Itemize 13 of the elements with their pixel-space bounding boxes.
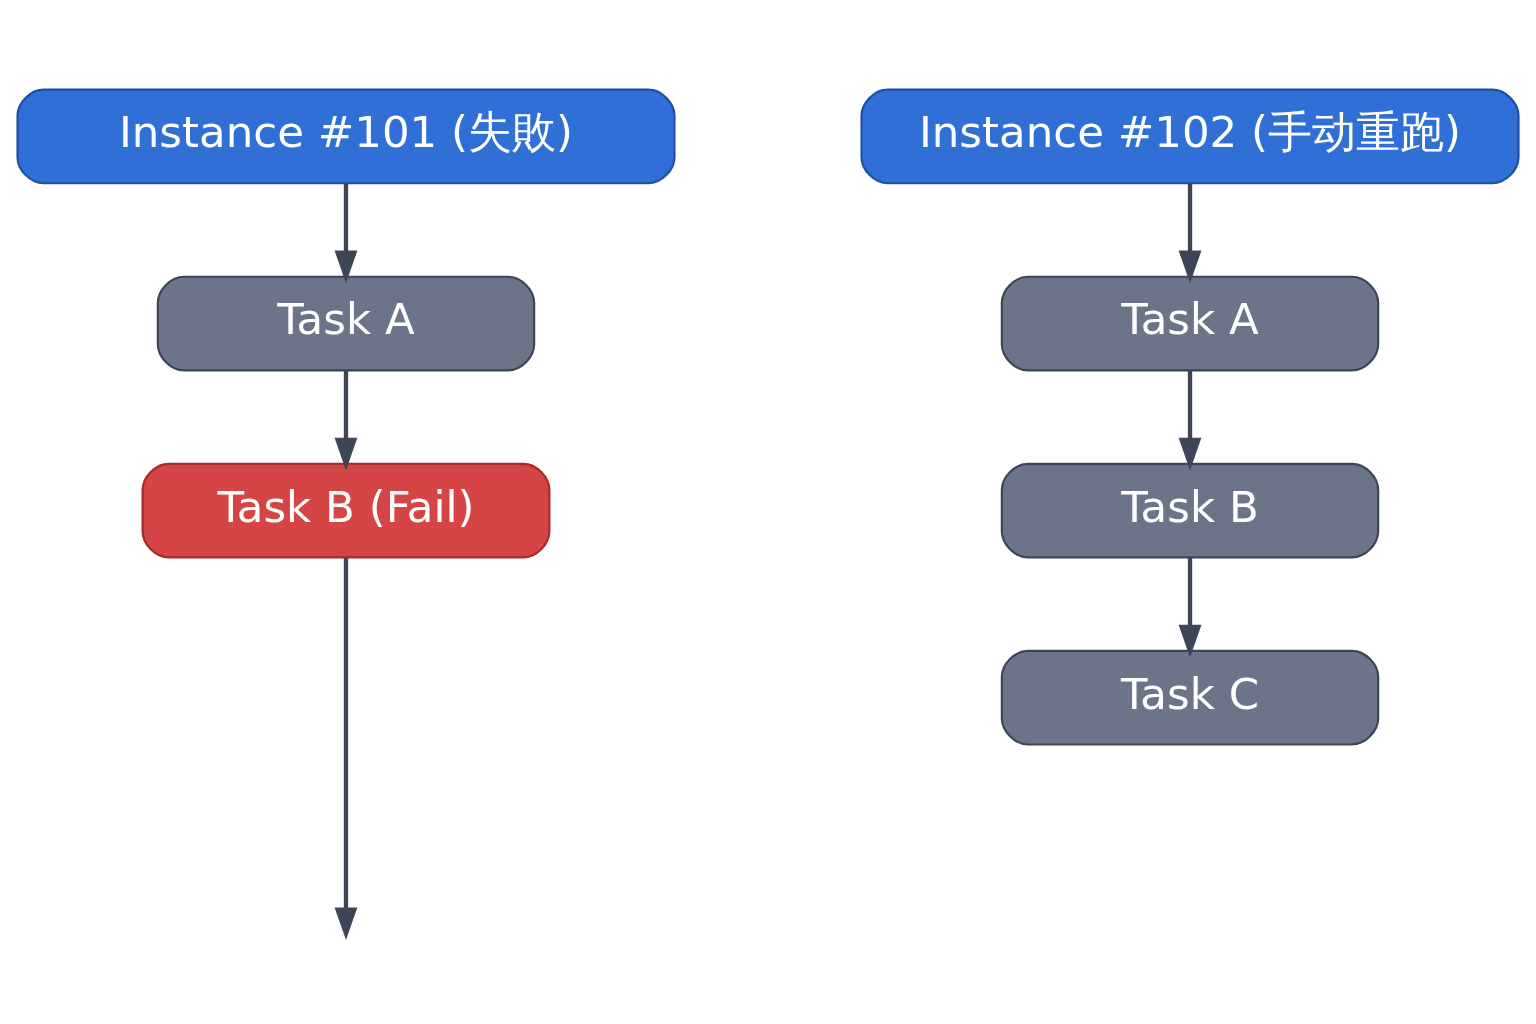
arrow — [334, 183, 358, 283]
node-box: Task A — [156, 275, 536, 371]
arrow — [334, 557, 358, 940]
node-box: Task B (Fail) — [141, 462, 551, 558]
arrow — [1178, 557, 1202, 657]
node-box: Instance #102 (手动重跑) — [860, 88, 1520, 184]
node-box: Task C — [1000, 649, 1380, 746]
arrow — [1178, 370, 1202, 470]
arrow — [334, 370, 358, 470]
node-box: Instance #101 (失敗) — [16, 88, 676, 184]
arrow — [1178, 183, 1202, 283]
node-box: Task A — [1000, 275, 1380, 371]
node-box: Task B — [1000, 462, 1380, 558]
